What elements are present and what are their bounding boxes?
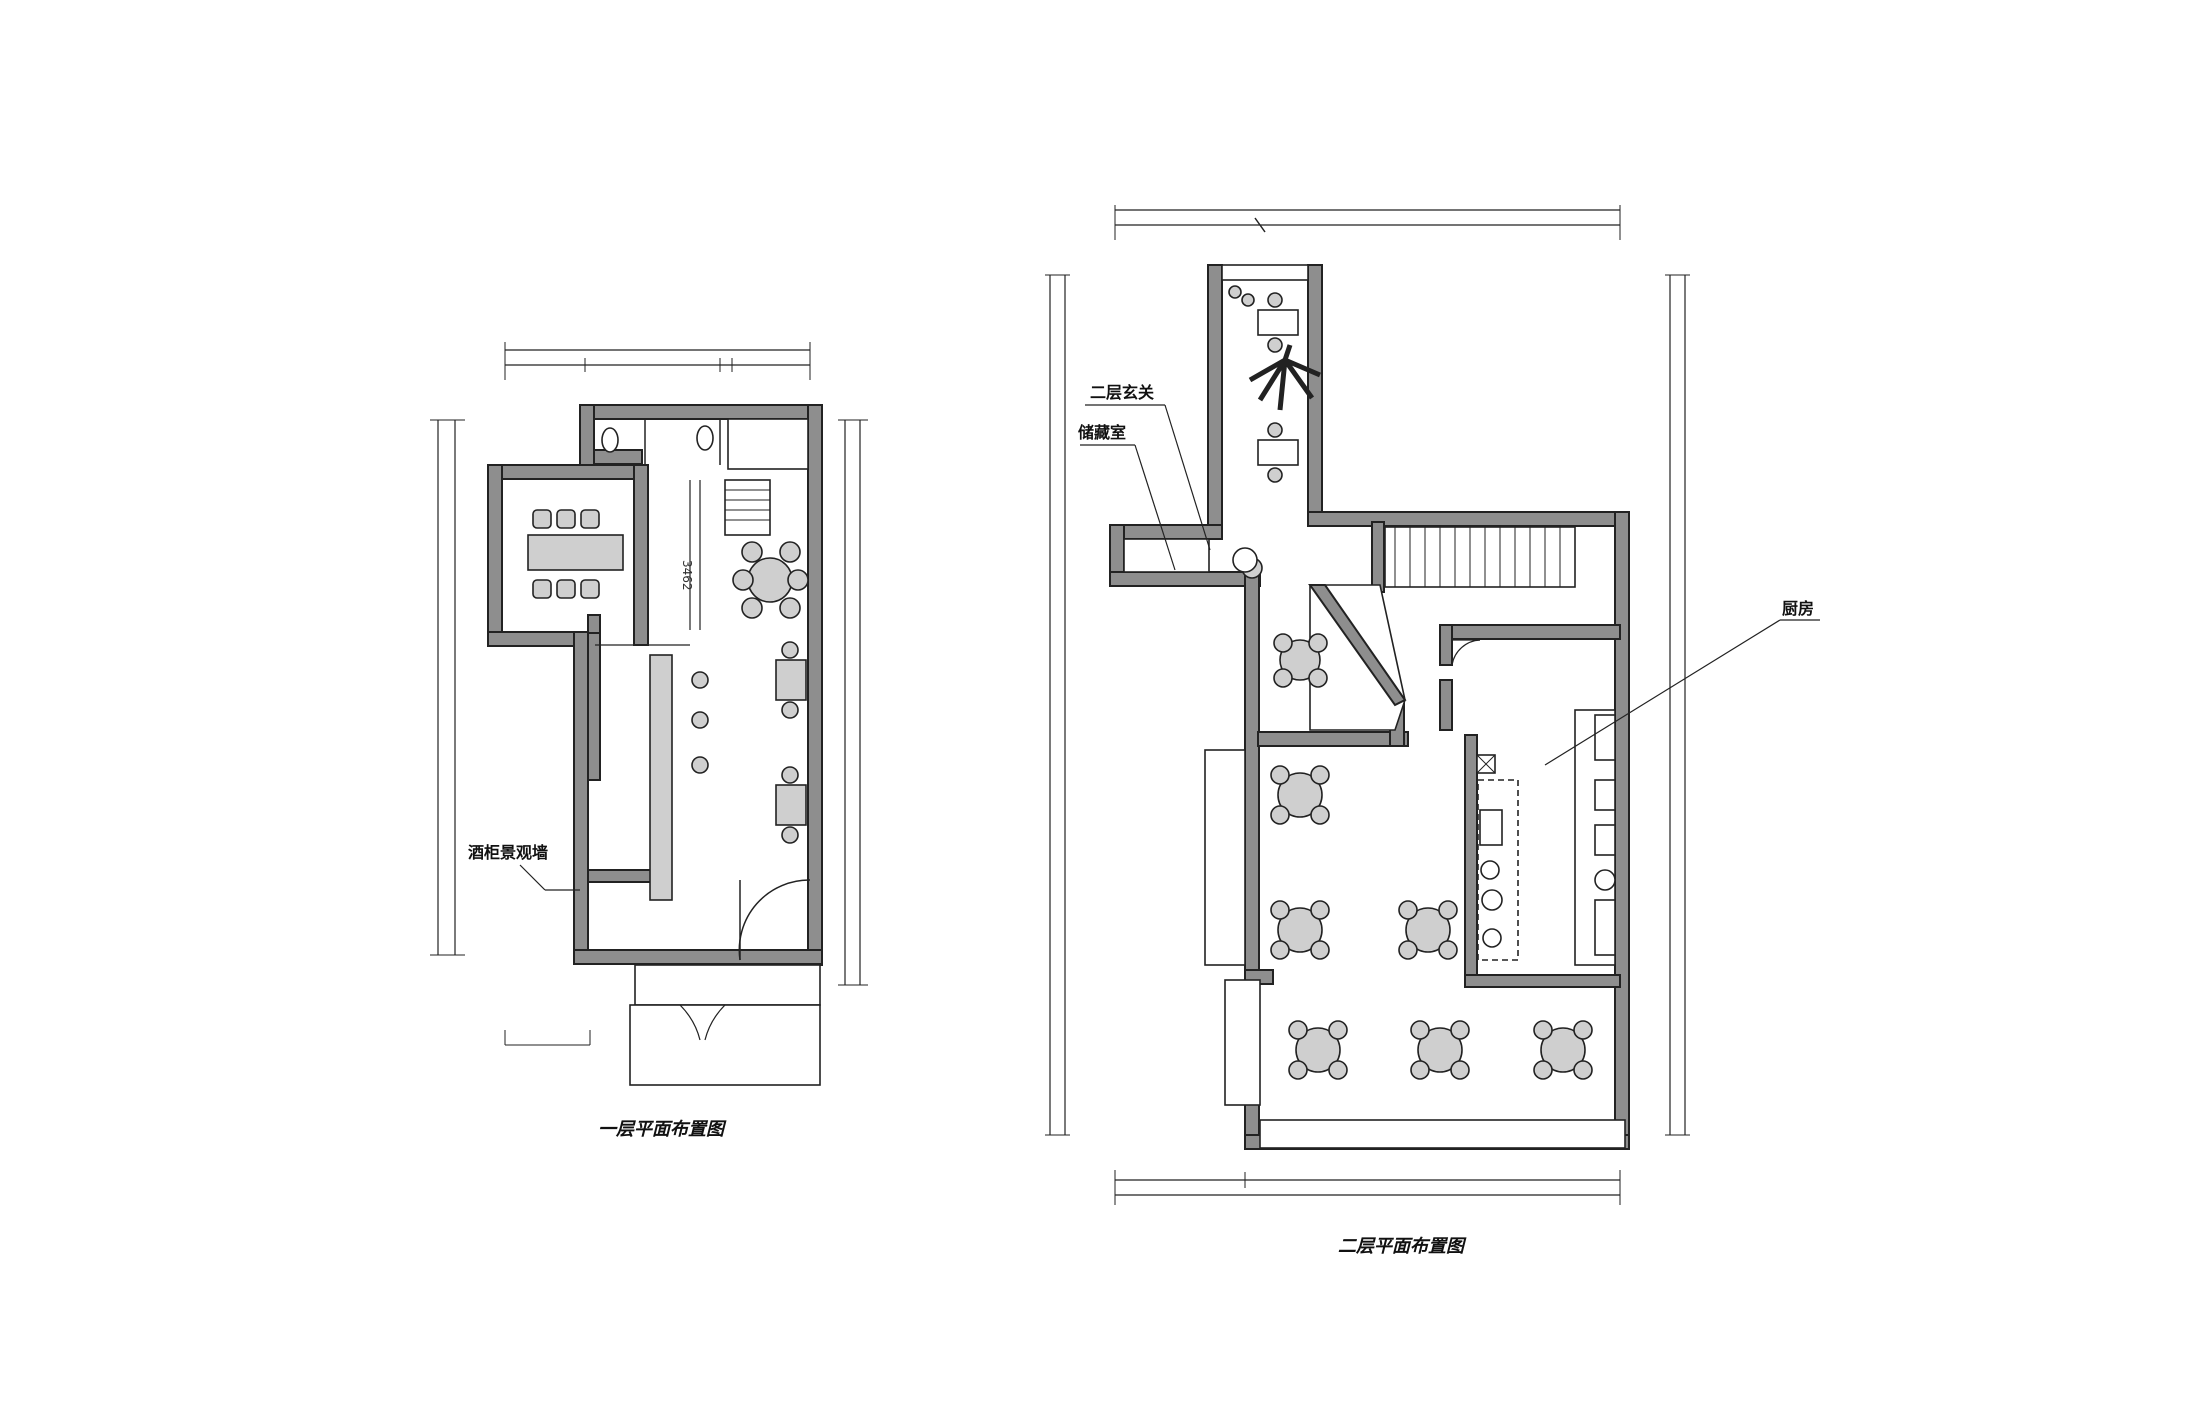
floor1-bar-counter (595, 644, 709, 901)
foyer-label: 二层玄关 (1090, 383, 1154, 402)
round-table (1533, 1020, 1593, 1080)
wine-cabinet-label: 酒柜景观墙 (468, 843, 548, 862)
toilet-icon (696, 425, 714, 451)
floor1-plan: 酒柜景观墙 3462 一层平面布置图 (430, 342, 868, 1140)
floor1-dim-sides (430, 419, 868, 1046)
round-table (1410, 1020, 1470, 1080)
floor2-plan: 二层玄关 储藏室 厨房 二层平面布置图 (1045, 205, 1820, 1257)
round-table (1273, 633, 1328, 688)
floor2-stair (1384, 526, 1576, 588)
floor2-foyer-corridor (1221, 264, 1321, 579)
kitchen-label: 厨房 (1782, 599, 1814, 618)
floor2-annex (1204, 749, 1626, 1149)
floor2-title: 二层平面布置图 (1338, 1236, 1467, 1257)
round-table (1288, 1020, 1348, 1080)
dining-table (527, 534, 624, 571)
floor2-kitchen (1451, 639, 1616, 966)
round-table (1270, 765, 1330, 825)
storage-label: 储藏室 (1077, 423, 1126, 442)
floor1-dim-top (504, 342, 811, 380)
round-table (1398, 900, 1458, 960)
stove-icon (1594, 869, 1616, 891)
floor1-stair (689, 479, 771, 630)
floor1-round-table (732, 541, 809, 619)
stair-dim-label: 3462 (680, 560, 694, 591)
floor2-dim-lines (1045, 205, 1690, 1205)
plant-icon (1248, 344, 1321, 411)
floor1-restrooms (601, 418, 809, 470)
floor1-square-tables (775, 641, 807, 844)
toilet-icon (601, 427, 619, 453)
floor1-callout-leader (519, 864, 546, 891)
floor1-title: 一层平面布置图 (598, 1119, 727, 1140)
floor2-dining-tables (1270, 633, 1593, 1080)
floor2-callouts (1080, 404, 1820, 766)
floor1-private-dining (527, 509, 624, 599)
round-table (1270, 900, 1330, 960)
floor2-walls (1109, 264, 1630, 1150)
floor1-walls (487, 404, 823, 966)
floor1-entrance (629, 879, 821, 1086)
